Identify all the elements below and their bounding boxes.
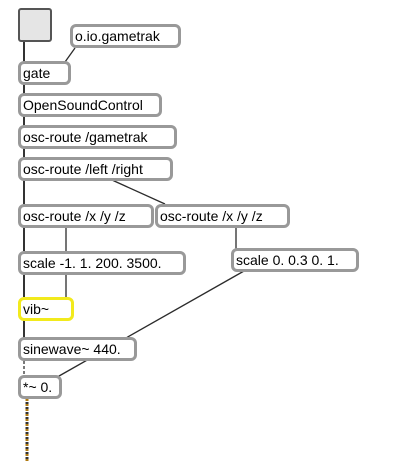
object-vib[interactable]: vib~ xyxy=(18,297,74,321)
object-label: OpenSoundControl xyxy=(23,97,143,113)
object-osc-route-xyz-right[interactable]: osc-route /x /y /z xyxy=(155,204,290,228)
object-label: vib~ xyxy=(23,301,50,317)
object-label: scale 0. 0.3 0. 1. xyxy=(236,252,339,268)
object-osc-route-xyz-left[interactable]: osc-route /x /y /z xyxy=(18,204,154,228)
toggle-button[interactable] xyxy=(18,8,52,42)
object-scale-amplitude[interactable]: scale 0. 0.3 0. 1. xyxy=(231,248,359,272)
object-label: scale -1. 1. 200. 3500. xyxy=(23,255,162,271)
object-label: o.io.gametrak xyxy=(75,28,160,44)
object-label: sinewave~ 440. xyxy=(23,341,121,357)
object-label: gate xyxy=(23,65,51,81)
object-o-io-gametrak[interactable]: o.io.gametrak xyxy=(70,24,181,48)
object-osc-route-gametrak[interactable]: osc-route /gametrak xyxy=(18,125,177,149)
cord-scale-amp-to-mult xyxy=(51,270,245,381)
object-opensoundcontrol[interactable]: OpenSoundControl xyxy=(18,93,162,117)
object-sinewave[interactable]: sinewave~ 440. xyxy=(18,337,137,361)
object-scale-frequency[interactable]: scale -1. 1. 200. 3500. xyxy=(18,251,186,275)
object-gate[interactable]: gate xyxy=(18,61,71,85)
object-label: osc-route /x /y /z xyxy=(160,208,263,224)
cord-leftright-to-right-xyz xyxy=(111,179,166,205)
cord-gametrak-to-gate xyxy=(64,47,76,63)
object-label: osc-route /gametrak xyxy=(23,129,148,145)
object-multiply-signal[interactable]: *~ 0. xyxy=(18,375,62,399)
object-label: *~ 0. xyxy=(23,379,53,395)
object-label: osc-route /x /y /z xyxy=(23,208,126,224)
object-label: osc-route /left /right xyxy=(23,161,143,177)
object-osc-route-left-right[interactable]: osc-route /left /right xyxy=(18,157,173,181)
